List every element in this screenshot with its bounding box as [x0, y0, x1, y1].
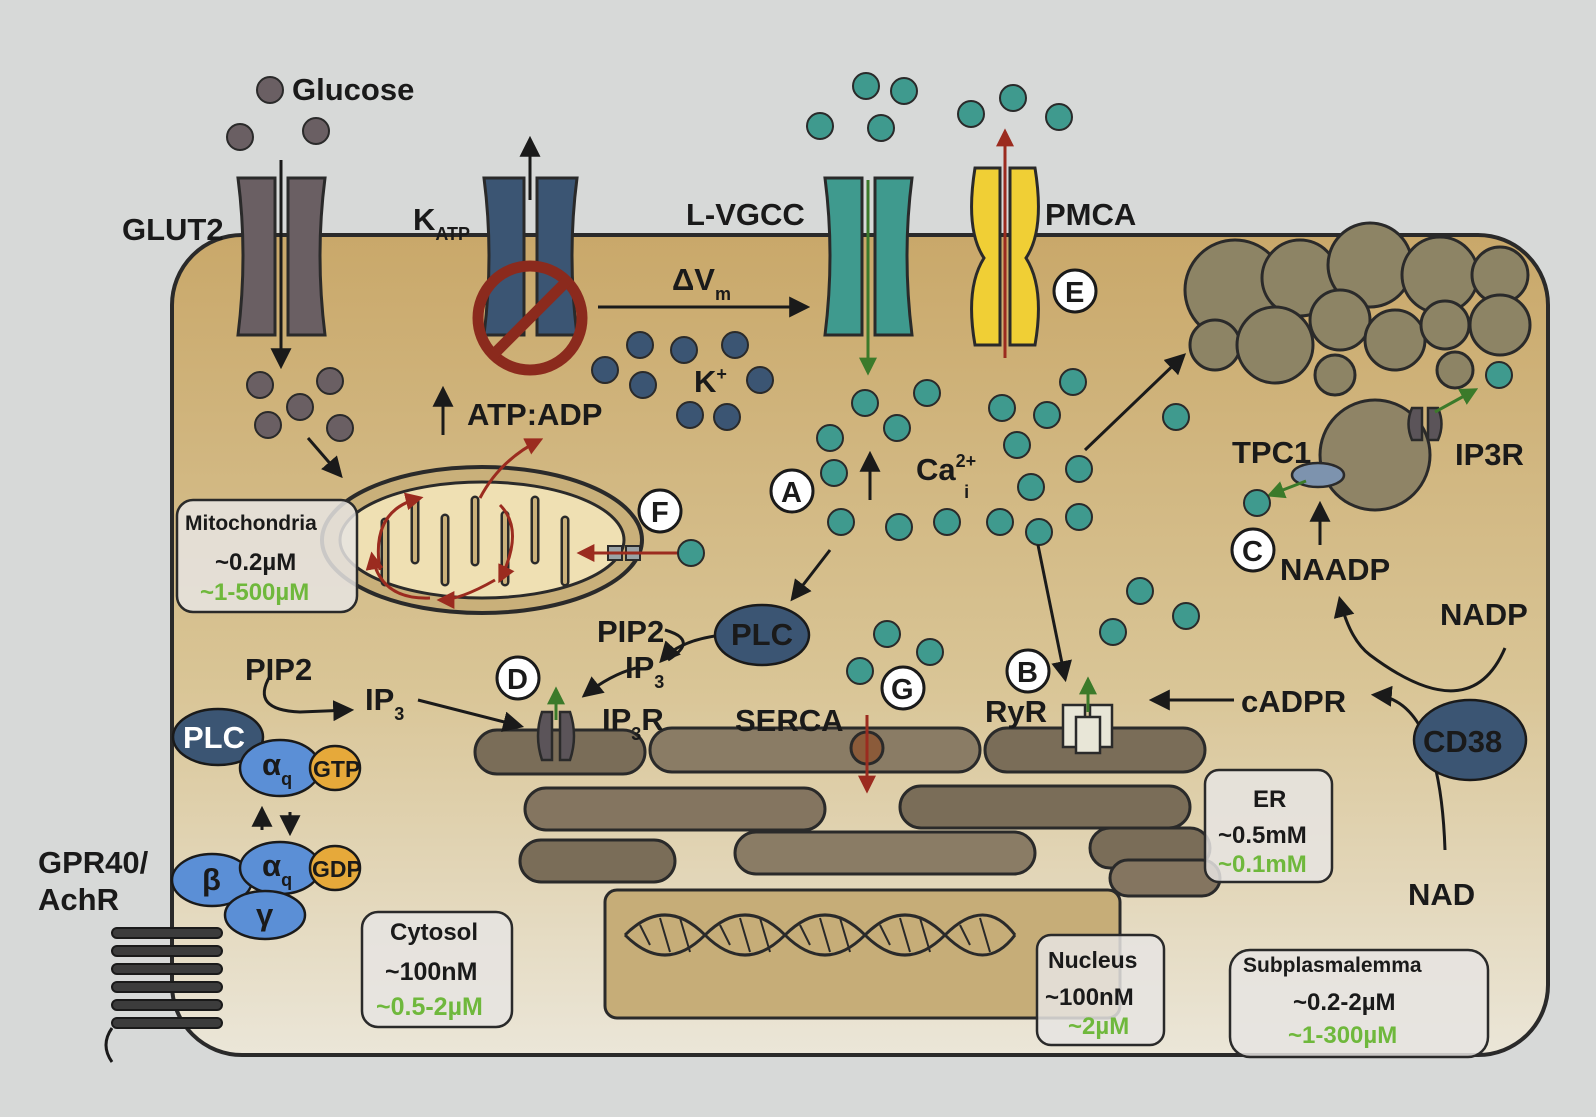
- potassium-label: K+: [694, 364, 727, 399]
- glut2-label: GLUT2: [122, 212, 224, 247]
- nucleus-name: Nucleus: [1048, 947, 1137, 973]
- lvgcc-channel: [823, 176, 914, 337]
- pmca-label: PMCA: [1045, 197, 1136, 232]
- acidic-store-cluster: [1183, 221, 1532, 512]
- gpr40-label-line2: AchR: [38, 882, 119, 917]
- potassium-ions: [591, 331, 774, 431]
- mitochondria-resting: ~0.2µM: [215, 549, 296, 576]
- delta-vm-label: ΔVm: [672, 262, 731, 304]
- alpha-q-gtp-label: αq: [262, 747, 292, 789]
- mitochondria-box: [175, 498, 359, 614]
- tpc1-channel: [1266, 461, 1346, 499]
- pip2-center-label: PIP2: [597, 614, 664, 649]
- cd38-label: CD38: [1423, 724, 1502, 759]
- mitochondria-name: Mitochondria: [185, 512, 317, 535]
- gdp-label: GDP: [312, 856, 362, 882]
- cadpr-label: cADPR: [1241, 684, 1346, 719]
- serca-pump: [849, 715, 885, 794]
- beta-label: β: [202, 862, 221, 897]
- cytosol-stimulated: ~0.5-2µM: [376, 993, 483, 1021]
- marker-d: D: [507, 664, 528, 696]
- marker-b: B: [1017, 657, 1038, 689]
- calcium-ions: [677, 72, 1513, 685]
- calcium-label: Ca2+i: [916, 451, 976, 502]
- serca-label: SERCA: [735, 703, 844, 738]
- nucleus-stimulated: ~2µM: [1068, 1013, 1129, 1040]
- marker-a: A: [781, 477, 802, 509]
- lvgcc-label: L-VGCC: [686, 197, 805, 232]
- gpr40-label-line1: GPR40/: [38, 845, 149, 880]
- katp-label: KATP: [413, 202, 470, 244]
- gamma-label: γ: [256, 897, 274, 932]
- marker-g: G: [891, 674, 914, 706]
- naadp-label: NAADP: [1280, 552, 1390, 587]
- nucleus-resting: ~100nM: [1045, 984, 1134, 1011]
- ryr-label: RyR: [985, 694, 1047, 729]
- flow-arrows: [251, 135, 1507, 851]
- gpr40-receptor: [104, 927, 223, 1063]
- mito-to-atp-arrow: [478, 438, 544, 499]
- alpha-q-gdp-label: αq: [262, 848, 292, 890]
- glut2-transporter: [236, 176, 327, 337]
- cytosol-name: Cytosol: [390, 919, 478, 946]
- plc-left-label: PLC: [183, 720, 245, 755]
- ip3-center-label: IP3: [625, 650, 664, 692]
- er-stimulated: ~0.1mM: [1218, 851, 1307, 878]
- marker-circles: [495, 268, 1276, 711]
- g-protein-complex: [170, 707, 362, 941]
- ip3r-channel: [536, 686, 576, 762]
- ip3r-lysosome-channel: [1407, 388, 1479, 442]
- katp-closed-symbol: [472, 260, 588, 376]
- atp-adp-label: ATP:ADP: [467, 397, 602, 432]
- nadp-label: NADP: [1440, 597, 1528, 632]
- ip3r-er-label: IP3R: [602, 702, 664, 744]
- cd38-enzyme: [1412, 698, 1528, 782]
- gtp-label: GTP: [313, 756, 360, 782]
- subplasmalemma-resting: ~0.2-2µM: [1293, 989, 1396, 1016]
- subplasmalemma-name: Subplasmalemma: [1243, 954, 1422, 977]
- cytosol-box: [360, 910, 514, 1029]
- mitochondrion: [320, 465, 680, 615]
- plc-enzyme-center: [713, 603, 811, 667]
- ip3-left-label: IP3: [365, 682, 404, 724]
- subplasmalemma-box: [1228, 948, 1490, 1059]
- dna-helix: [623, 913, 1017, 957]
- glucose-molecules: [226, 76, 354, 442]
- pmca-pump: [970, 166, 1040, 347]
- marker-c: C: [1242, 536, 1263, 568]
- ip3r-lysosome-label: IP3R: [1455, 437, 1524, 472]
- plc-center-label: PLC: [731, 617, 793, 652]
- cytosol-resting: ~100nM: [385, 958, 477, 986]
- er-name: ER: [1253, 786, 1286, 813]
- pip2-left-label: PIP2: [245, 652, 312, 687]
- marker-e: E: [1065, 277, 1084, 309]
- er-resting: ~0.5mM: [1218, 822, 1307, 849]
- nad-label: NAD: [1408, 877, 1475, 912]
- mitochondria-stimulated: ~1-500µM: [200, 579, 309, 606]
- nucleus-box: [1035, 933, 1166, 1047]
- subplasmalemma-stimulated: ~1-300µM: [1288, 1022, 1397, 1049]
- ryr-channel: [1061, 676, 1114, 755]
- marker-f: F: [651, 497, 669, 529]
- glucose-label: Glucose: [292, 72, 414, 107]
- tpc1-label: TPC1: [1232, 435, 1311, 470]
- er-box: [1203, 768, 1334, 884]
